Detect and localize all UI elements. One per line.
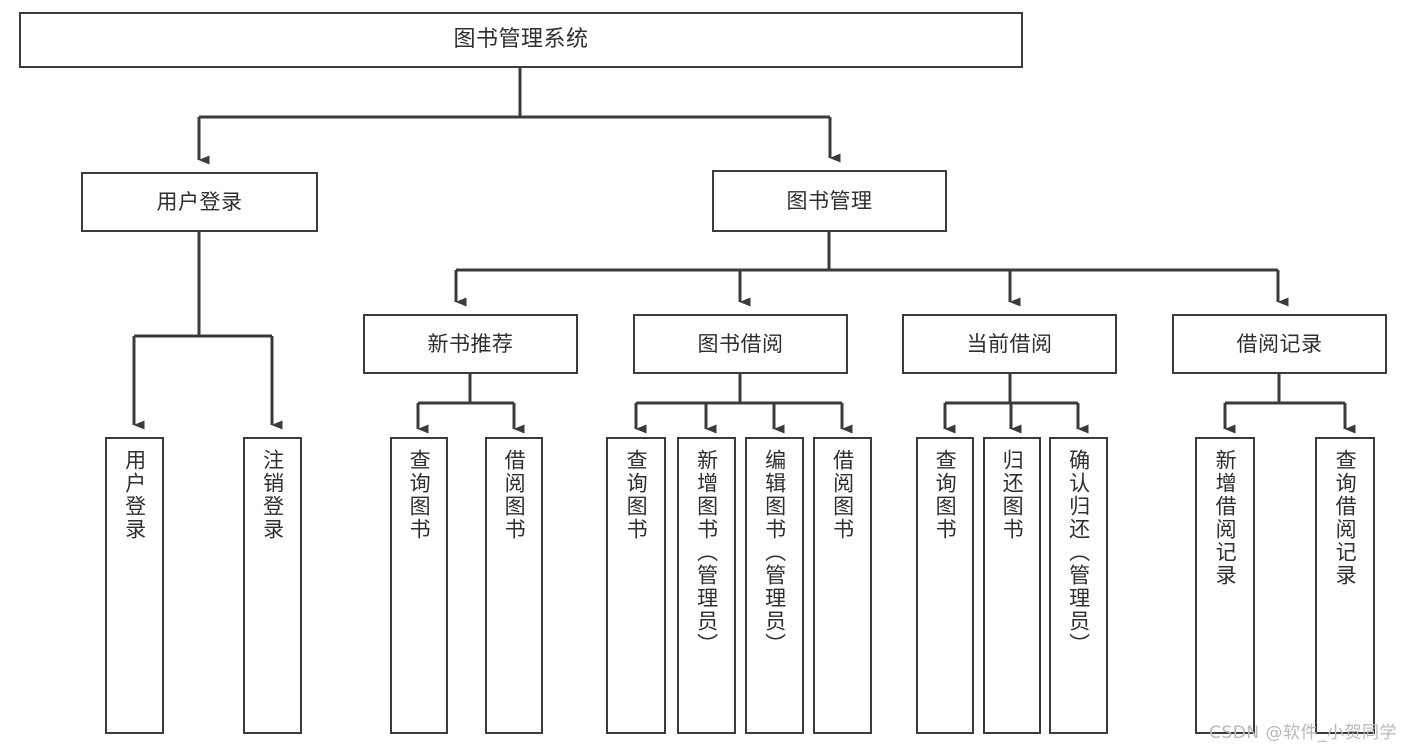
node-label: 注销登录 <box>260 449 285 541</box>
node-label: 查询图书 <box>407 449 432 541</box>
watermark: CSDN @软件_小贺同学 <box>1209 723 1397 743</box>
node-label: 归还图书 <box>1000 449 1025 541</box>
node-leaf-borrow-book-1[interactable]: 借阅图书 <box>485 437 543 734</box>
node-label: 查询图书 <box>624 449 649 541</box>
node-label: 图书管理系统 <box>453 27 589 52</box>
node-label: 借阅图书 <box>830 449 855 541</box>
node-book-borrow[interactable]: 图书借阅 <box>633 314 848 374</box>
node-label: 新书推荐 <box>427 331 514 356</box>
node-book-manage[interactable]: 图书管理 <box>712 170 947 232</box>
node-label: 新增借阅记录 <box>1213 449 1238 587</box>
node-user-login[interactable]: 用户登录 <box>81 172 318 232</box>
node-label: 图书管理 <box>786 188 873 213</box>
node-label: 借阅图书 <box>502 449 527 541</box>
node-leaf-query-book-3[interactable]: 查询图书 <box>916 437 974 734</box>
node-label: 当前借阅 <box>966 331 1053 356</box>
node-label: 查询图书 <box>933 449 958 541</box>
node-label: 确认归还（管理员） <box>1066 449 1091 656</box>
node-leaf-add-borrow-record[interactable]: 新增借阅记录 <box>1195 437 1255 734</box>
node-borrow-record[interactable]: 借阅记录 <box>1172 314 1387 374</box>
node-leaf-borrow-book-2[interactable]: 借阅图书 <box>813 437 872 734</box>
node-label: 图书借阅 <box>697 331 784 356</box>
node-new-book-recommend[interactable]: 新书推荐 <box>363 314 578 374</box>
node-label: 新增图书（管理员） <box>694 449 719 656</box>
node-leaf-confirm-return-admin[interactable]: 确认归还（管理员） <box>1049 437 1108 734</box>
node-leaf-return-book[interactable]: 归还图书 <box>983 437 1041 734</box>
node-leaf-logout[interactable]: 注销登录 <box>243 437 302 734</box>
node-leaf-add-book-admin[interactable]: 新增图书（管理员） <box>677 437 736 734</box>
node-leaf-query-borrow-record[interactable]: 查询借阅记录 <box>1315 437 1375 734</box>
node-leaf-query-book-2[interactable]: 查询图书 <box>606 437 666 734</box>
node-book-management-system[interactable]: 图书管理系统 <box>19 12 1023 68</box>
node-label: 查询借阅记录 <box>1333 449 1358 587</box>
node-label: 用户登录 <box>156 189 243 214</box>
node-leaf-user-login[interactable]: 用户登录 <box>105 437 164 734</box>
node-current-borrow[interactable]: 当前借阅 <box>902 314 1117 374</box>
node-label: 编辑图书（管理员） <box>762 449 787 656</box>
node-leaf-query-book-1[interactable]: 查询图书 <box>390 437 448 734</box>
node-leaf-edit-book-admin[interactable]: 编辑图书（管理员） <box>745 437 804 734</box>
node-label: 用户登录 <box>122 449 147 541</box>
node-label: 借阅记录 <box>1236 331 1323 356</box>
